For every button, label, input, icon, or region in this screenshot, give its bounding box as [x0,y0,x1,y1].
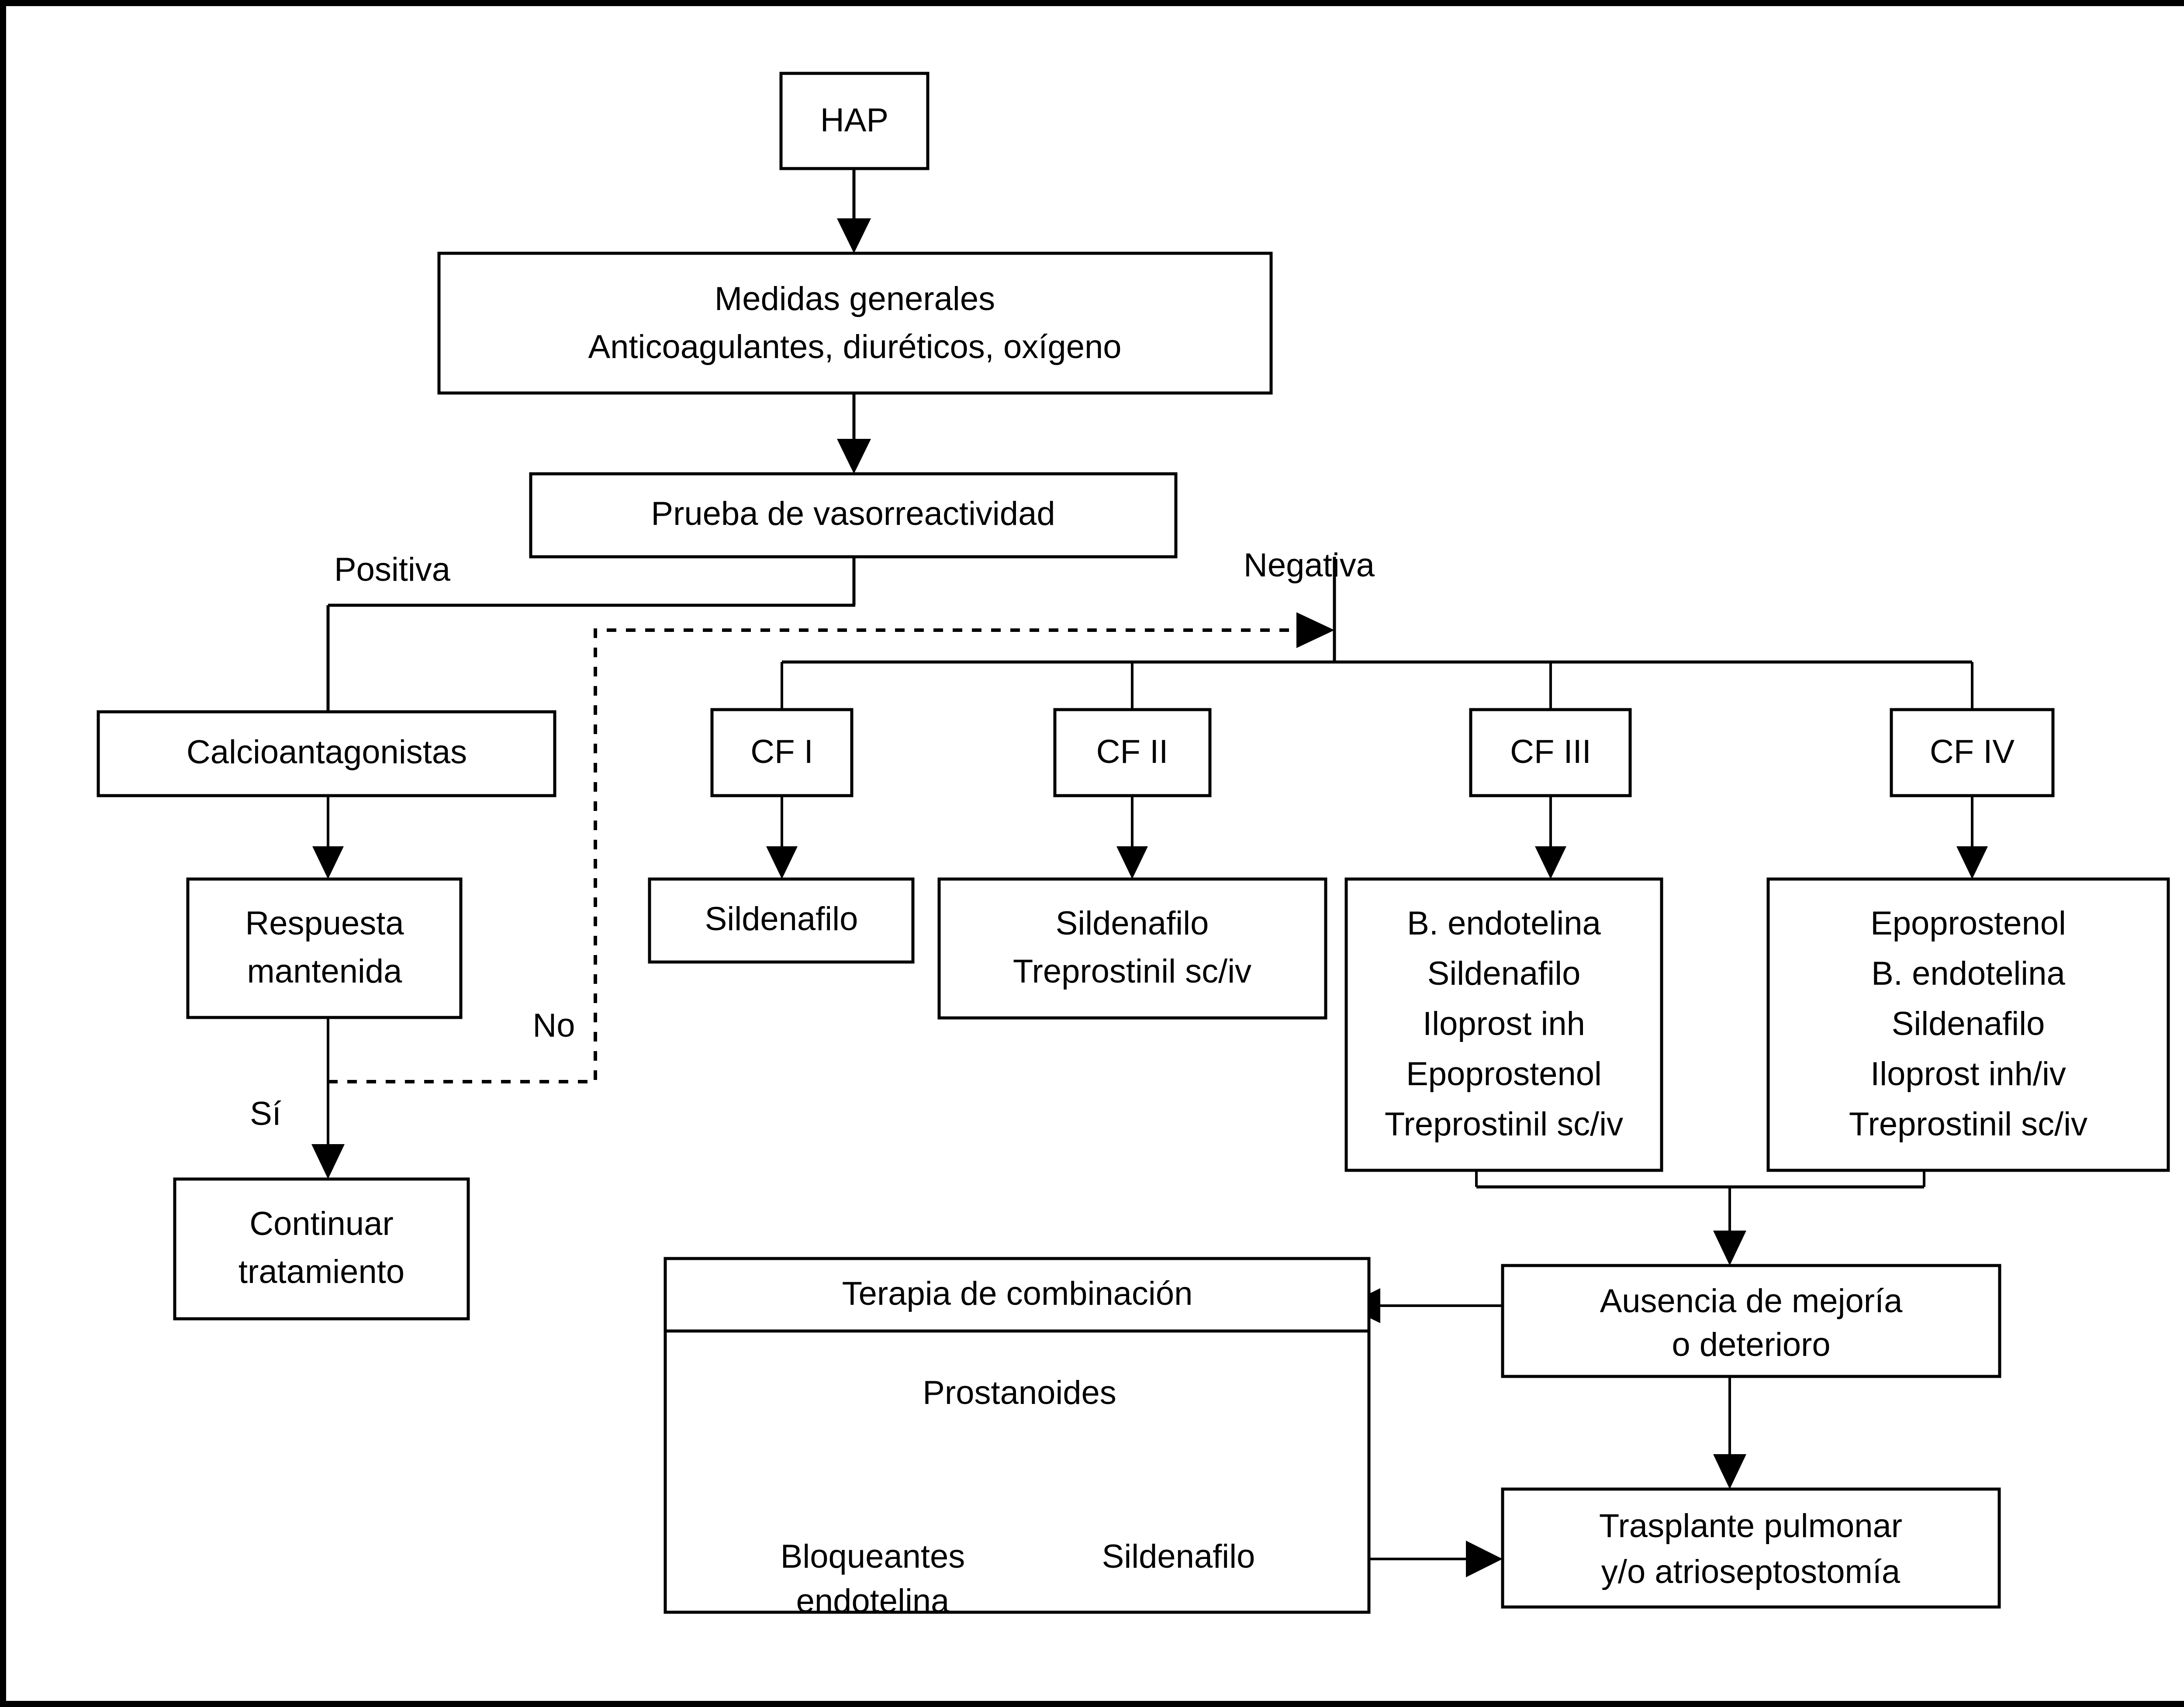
node-cf2-label: CF II [1096,733,1168,770]
node-medidas-box[interactable] [437,252,1273,395]
node-cf4-label: CF IV [1930,733,2015,770]
node-respuesta-box[interactable] [186,877,463,1019]
arrowhead-medidas-to-prueba [837,439,871,474]
node-combinacion-box[interactable] [663,1257,1371,1614]
node-cf4-tx-line-0: Epoprostenol [1870,905,2066,942]
arrowhead-combinacion-to-trasplante [1466,1541,1503,1577]
node-trasplante-line1: Trasplante pulmonar [1599,1507,1902,1545]
node-cf2-tx-line-1: Treprostinil sc/iv [1013,953,1251,990]
edge-label-negativa: Negativa [1244,547,1375,584]
arrowhead-cf2-to-tx [1116,846,1148,879]
arrowhead-calcio-to-respuesta [312,846,344,879]
node-cf3-tx-line-4: Treprostinil sc/iv [1385,1106,1623,1143]
node-cf3-tx-line-2: Iloprost inh [1423,1005,1585,1042]
node-continuar-box[interactable] [173,1177,470,1321]
node-combinacion-bloqueantes-line2: endotelina [796,1583,950,1620]
node-combinacion-header: Terapia de combinación [842,1275,1193,1312]
node-cf4-box[interactable] [1890,708,2055,797]
node-cf4-tx-box[interactable] [1766,877,2170,1172]
node-cf2-tx-box[interactable] [937,877,1327,1020]
arrowhead-cf4-to-tx [1956,846,1988,879]
arrowhead-merge-to-ausencia [1713,1231,1746,1266]
arrowhead-cf1-to-tx [766,846,798,879]
node-trasplante-line2: y/o atrioseptostomía [1601,1553,1901,1590]
arrowhead-cf3-to-tx [1535,846,1566,879]
node-continuar-line1: Continuar [249,1205,394,1242]
node-cf4-tx-line-2: Sildenafilo [1892,1005,2045,1042]
node-trasplante-box[interactable] [1501,1487,2001,1609]
node-cf1-box[interactable] [710,708,854,797]
node-cf3-tx-line-3: Epoprostenol [1406,1055,1602,1093]
node-cf3-box[interactable] [1469,708,1632,797]
node-calcioantagonistas-box[interactable] [97,710,556,797]
node-hap-box[interactable] [779,72,930,170]
node-cf3-tx-line-0: B. endotelina [1407,905,1601,942]
edge-label-no: No [532,1007,575,1044]
node-combinacion-bloqueantes-line1: Bloqueantes [781,1538,965,1575]
node-prueba-label: Prueba de vasorreactividad [651,495,1055,532]
arrowhead-hap-to-medidas [837,218,871,253]
node-cf4-tx-line-1: B. endotelina [1871,955,2065,992]
node-cf2-tx-line-0: Sildenafilo [1056,905,1209,942]
arrowhead-no-dotted-path [1296,612,1334,648]
node-respuesta-line2: mantenida [247,953,403,990]
node-hap-label: HAP [820,102,888,139]
node-cf1-label: CF I [750,733,813,770]
node-cf3-tx-box[interactable] [1344,877,1663,1172]
node-ausencia-line1: Ausencia de mejoría [1600,1283,1903,1320]
node-cf1-tx-line-0: Sildenafilo [705,900,858,938]
arrowhead-respuesta-to-continuar [311,1144,345,1179]
node-combinacion-sildenafilo: Sildenafilo [1102,1538,1255,1575]
node-cf3-tx-line-1: Sildenafilo [1427,955,1581,992]
node-cf1-tx-box[interactable] [648,877,915,964]
node-respuesta-line1: Respuesta [245,905,404,942]
node-cf2-box[interactable] [1053,708,1212,797]
edge-label-positiva: Positiva [334,551,451,588]
edge-label-si: Sí [250,1095,281,1132]
node-cf4-tx-line-4: Treprostinil sc/iv [1849,1106,2087,1143]
node-combinacion-prostanoides: Prostanoides [923,1374,1116,1411]
arrowhead-ausencia-to-trasplante [1713,1454,1746,1489]
node-cf4-tx-line-3: Iloprost inh/iv [1870,1055,2066,1093]
node-cf3-label: CF III [1510,733,1591,770]
node-calcioantagonistas-label: Calcioantagonistas [187,734,467,771]
node-continuar-line2: tratamiento [238,1253,404,1290]
node-ausencia-line2: o deterioro [1672,1326,1830,1363]
node-medidas-line1: Medidas generales [715,280,995,317]
node-medidas-line2: Anticoagulantes, diuréticos, oxígeno [588,328,1121,366]
node-ausencia-box[interactable] [1501,1264,2001,1378]
node-prueba-box[interactable] [529,472,1178,559]
